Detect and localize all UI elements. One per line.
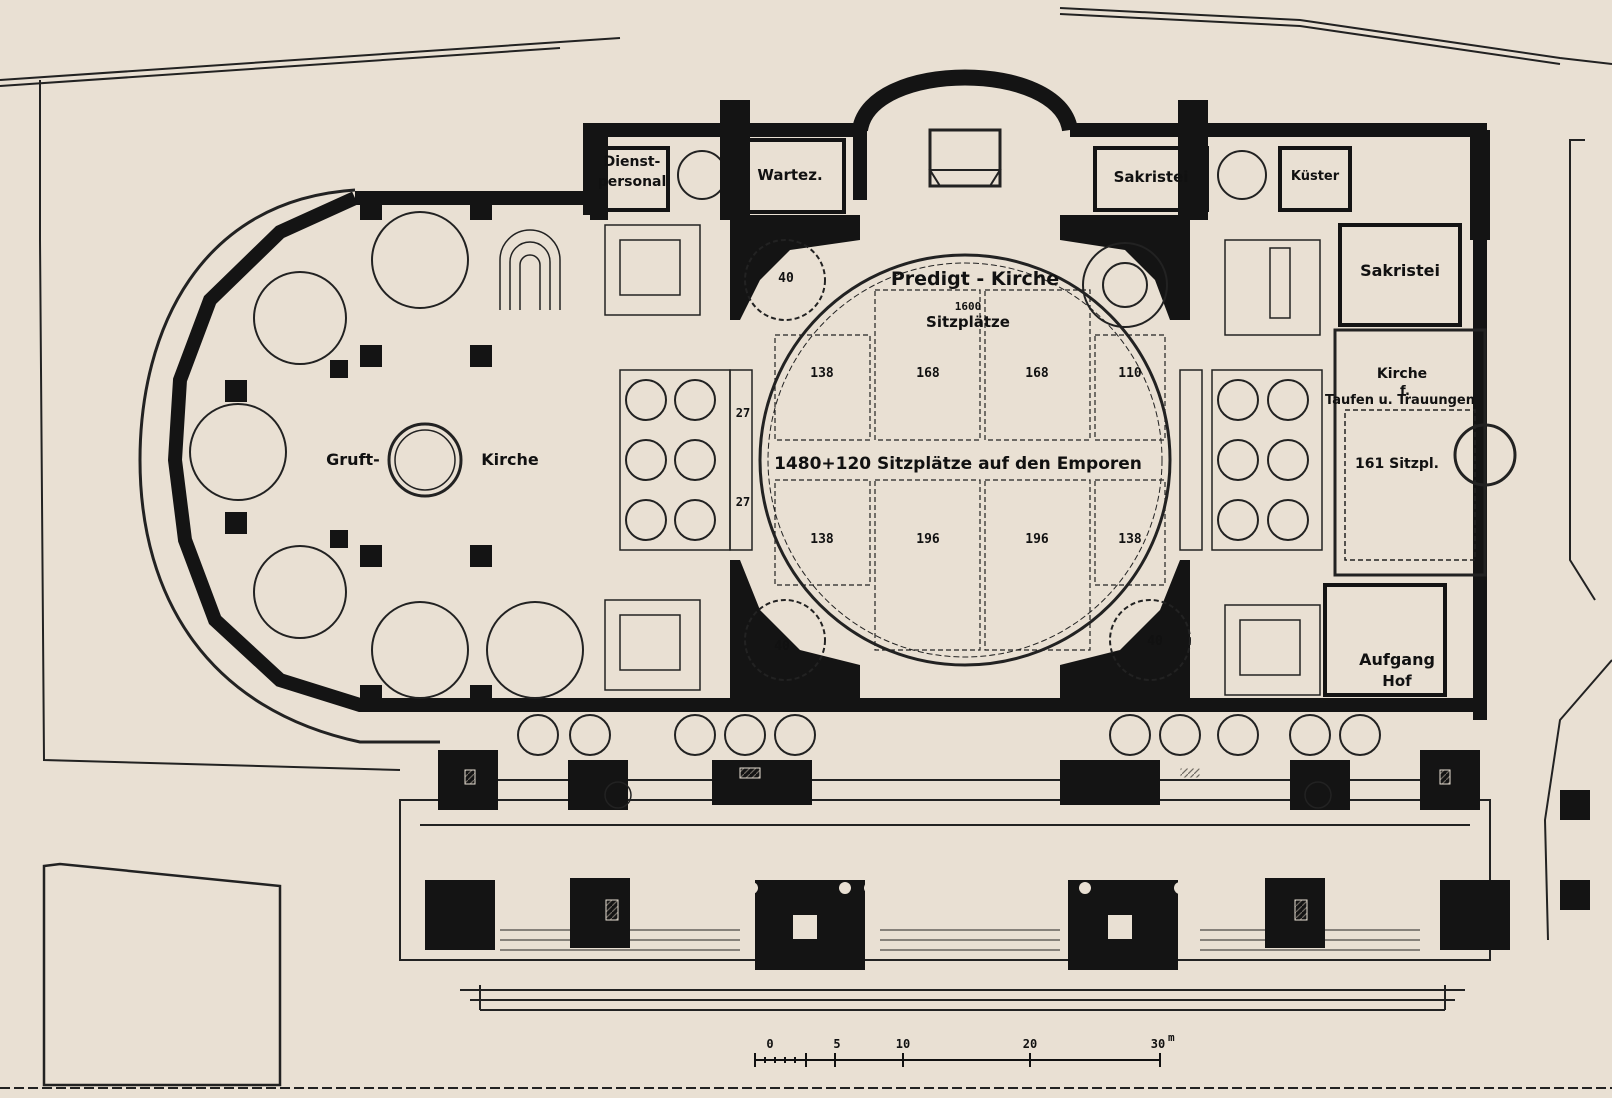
- label-sakristei-top: Sakristei: [1114, 168, 1189, 186]
- portico: [399, 779, 1491, 1011]
- east-kiosks: [1560, 790, 1590, 910]
- label-dienstpersonal-2: personal: [598, 174, 667, 190]
- seat-block-bottom-4: 138: [1118, 532, 1142, 547]
- south-colonnade: [517, 714, 1381, 756]
- crypt-piers: [225, 198, 492, 707]
- aisle-frames: [619, 369, 1323, 551]
- seat-grid: [774, 289, 1166, 651]
- label-hof: Hof: [1382, 672, 1412, 690]
- seat-block-top-2: 168: [916, 366, 940, 381]
- seat-block-side-2: 27: [736, 495, 750, 509]
- label-emporen: 1480+120 Sitzplätze auf den Emporen: [774, 454, 1142, 474]
- apse-outline: [138, 188, 440, 744]
- seat-block-bottom-2: 196: [916, 532, 940, 547]
- label-gruft: Gruft-: [326, 450, 380, 469]
- seat-block-top-1: 138: [810, 366, 834, 381]
- portico-pier-details: [464, 767, 1451, 921]
- scale-tick-0: 0: [766, 1037, 773, 1051]
- predigt-kirche-inner-ring: [767, 262, 1163, 658]
- seat-alcove-3: 40: [1147, 634, 1163, 649]
- portico-pier-rings: [722, 809, 1211, 939]
- label-dienstpersonal-1: Dienst-: [604, 154, 661, 170]
- scale-unit: m: [1168, 1031, 1175, 1044]
- upper-right-stair: [1082, 242, 1168, 328]
- scale-tick-5: 5: [833, 1037, 840, 1051]
- label-sakristei-right: Sakristei: [1360, 261, 1440, 280]
- label-predigt-seats: Sitzplätze: [926, 313, 1010, 331]
- site-boundary: [0, 7, 1612, 1089]
- seat-block-bottom-3: 196: [1025, 532, 1049, 547]
- seat-alcove-2: 40: [774, 639, 790, 654]
- seat-block-bottom-1: 138: [810, 532, 834, 547]
- crypt-chapels: [189, 211, 584, 699]
- altar-steps: [928, 169, 1002, 187]
- alcoves: [744, 239, 1191, 681]
- label-kirche-taufen-f: f.: [1400, 384, 1410, 399]
- label-gruft-kirche: Kirche: [481, 450, 539, 469]
- seat-block-top-4: 110: [1118, 366, 1142, 381]
- crypt-stair: [499, 229, 561, 310]
- label-kirche-taufen-seats: 161 Sitzpl.: [1355, 456, 1439, 472]
- crypt-tomb-inner: [394, 429, 456, 491]
- stairs: [604, 224, 1321, 696]
- portico-piers: [425, 750, 1510, 970]
- altar: [928, 128, 1002, 188]
- label-kirche-taufen: Kirche: [1377, 366, 1427, 382]
- label-kuester: Küster: [1291, 169, 1340, 184]
- scale-tick-10: 10: [896, 1037, 910, 1051]
- apse-dome: [852, 69, 1078, 133]
- label-predigt-seat-count: 1600: [955, 300, 982, 313]
- seat-alcove-1: 40: [778, 271, 794, 286]
- scale-tick-20: 20: [1023, 1037, 1037, 1051]
- label-kirche-taufen-sub: Taufen u. Trauungen: [1325, 393, 1475, 408]
- label-aufgang: Aufgang: [1359, 650, 1435, 669]
- wall-masses: [590, 100, 1490, 700]
- label-predigt-kirche: Predigt - Kirche: [891, 268, 1059, 290]
- baptism-chapel: [1333, 328, 1517, 577]
- predigt-kirche-ring: [758, 253, 1172, 667]
- crypt-tomb: [387, 422, 463, 498]
- scale-bar: [754, 1053, 1161, 1067]
- portico-spiral-stairs: [604, 781, 1332, 809]
- scale-tick-30: 30: [1151, 1037, 1165, 1051]
- service-rooms: [594, 138, 1462, 697]
- seat-block-side-1: 27: [736, 406, 750, 420]
- label-wartez: Wartez.: [757, 166, 822, 184]
- aisle-columns: [625, 379, 1309, 541]
- seat-block-top-3: 168: [1025, 366, 1049, 381]
